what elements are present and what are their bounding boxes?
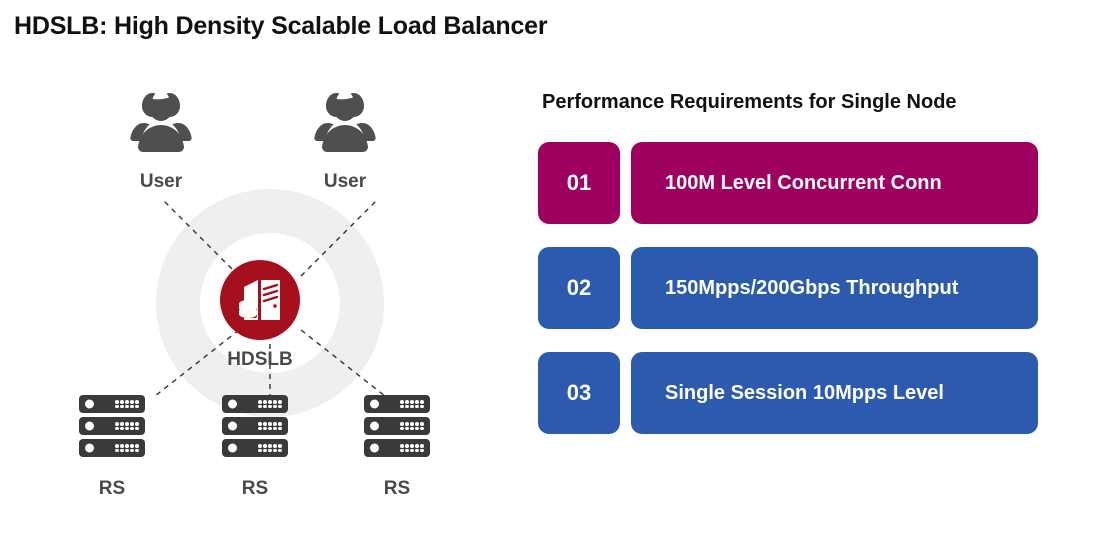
- link-hdslb-rs1: [154, 329, 240, 397]
- rs-node-1-label: RS: [98, 478, 126, 499]
- rs-node-2-label: RS: [241, 478, 269, 499]
- requirements-list: 01 100M Level Concurrent Conn 02 150Mpps…: [538, 142, 1038, 434]
- connection-lines: [154, 199, 386, 397]
- performance-requirements-panel: Performance Requirements for Single Node…: [538, 92, 1038, 434]
- rack-dots: [400, 400, 424, 408]
- rack-led: [370, 399, 379, 409]
- rack-dots: [258, 422, 282, 430]
- rack-led: [370, 421, 379, 431]
- hdslb-label: HDSLB: [227, 349, 293, 370]
- users-group-icon: [290, 88, 400, 166]
- rs-node-2: RS: [200, 395, 310, 498]
- rack-unit: [79, 439, 145, 457]
- requirement-row-01: 01 100M Level Concurrent Conn: [538, 142, 1038, 224]
- requirement-row-02: 02 150Mpps/200Gbps Throughput: [538, 247, 1038, 329]
- requirement-text-03: Single Session 10Mpps Level: [631, 352, 1038, 434]
- rack-led: [85, 399, 94, 409]
- rs-node-3: RS: [342, 395, 452, 498]
- users-group-icon: [106, 88, 216, 166]
- rack-led: [228, 399, 237, 409]
- rack-led: [228, 421, 237, 431]
- rack-dots: [258, 444, 282, 452]
- requirement-text-02: 150Mpps/200Gbps Throughput: [631, 247, 1038, 329]
- link-user2-hdslb: [300, 199, 378, 277]
- user-node-1: User: [106, 88, 216, 191]
- user-node-1-label: User: [139, 171, 183, 192]
- rack-dots: [115, 400, 139, 408]
- requirement-number-badge-03: 03: [538, 352, 620, 434]
- hdslb-circle: [220, 260, 300, 340]
- rack-dots: [115, 422, 139, 430]
- rack-led: [85, 421, 94, 431]
- rs-node-1: RS: [57, 395, 167, 498]
- page-title: HDSLB: High Density Scalable Load Balanc…: [14, 12, 548, 40]
- rack-unit: [364, 439, 430, 457]
- rack-unit: [364, 395, 430, 413]
- rack-unit: [222, 395, 288, 413]
- rack-led: [85, 443, 94, 453]
- rack-dots: [400, 422, 424, 430]
- rs-node-3-label: RS: [383, 478, 411, 499]
- rack-dots: [400, 444, 424, 452]
- requirement-text-01: 100M Level Concurrent Conn: [631, 142, 1038, 224]
- rack-led: [228, 443, 237, 453]
- rack-unit: [222, 417, 288, 435]
- hdslb-node: HDSLB: [190, 260, 330, 369]
- rack-dots: [258, 400, 282, 408]
- server-database-icon: [239, 280, 280, 320]
- user-node-2-label: User: [323, 171, 367, 192]
- rack-dots: [115, 444, 139, 452]
- rack-unit: [364, 417, 430, 435]
- requirement-number-badge-01: 01: [538, 142, 620, 224]
- user-node-2: User: [290, 88, 400, 191]
- link-hdslb-rs3: [300, 329, 386, 397]
- architecture-diagram: User User: [0, 60, 520, 537]
- rack-unit: [222, 439, 288, 457]
- requirement-number-badge-02: 02: [538, 247, 620, 329]
- rack-led: [370, 443, 379, 453]
- rack-unit: [79, 417, 145, 435]
- panel-title: Performance Requirements for Single Node: [542, 91, 957, 113]
- link-user1-hdslb: [162, 199, 240, 277]
- server-rack-icon: [222, 395, 288, 457]
- requirement-row-03: 03 Single Session 10Mpps Level: [538, 352, 1038, 434]
- rack-unit: [79, 395, 145, 413]
- server-rack-icon: [364, 395, 430, 457]
- server-rack-icon: [79, 395, 145, 457]
